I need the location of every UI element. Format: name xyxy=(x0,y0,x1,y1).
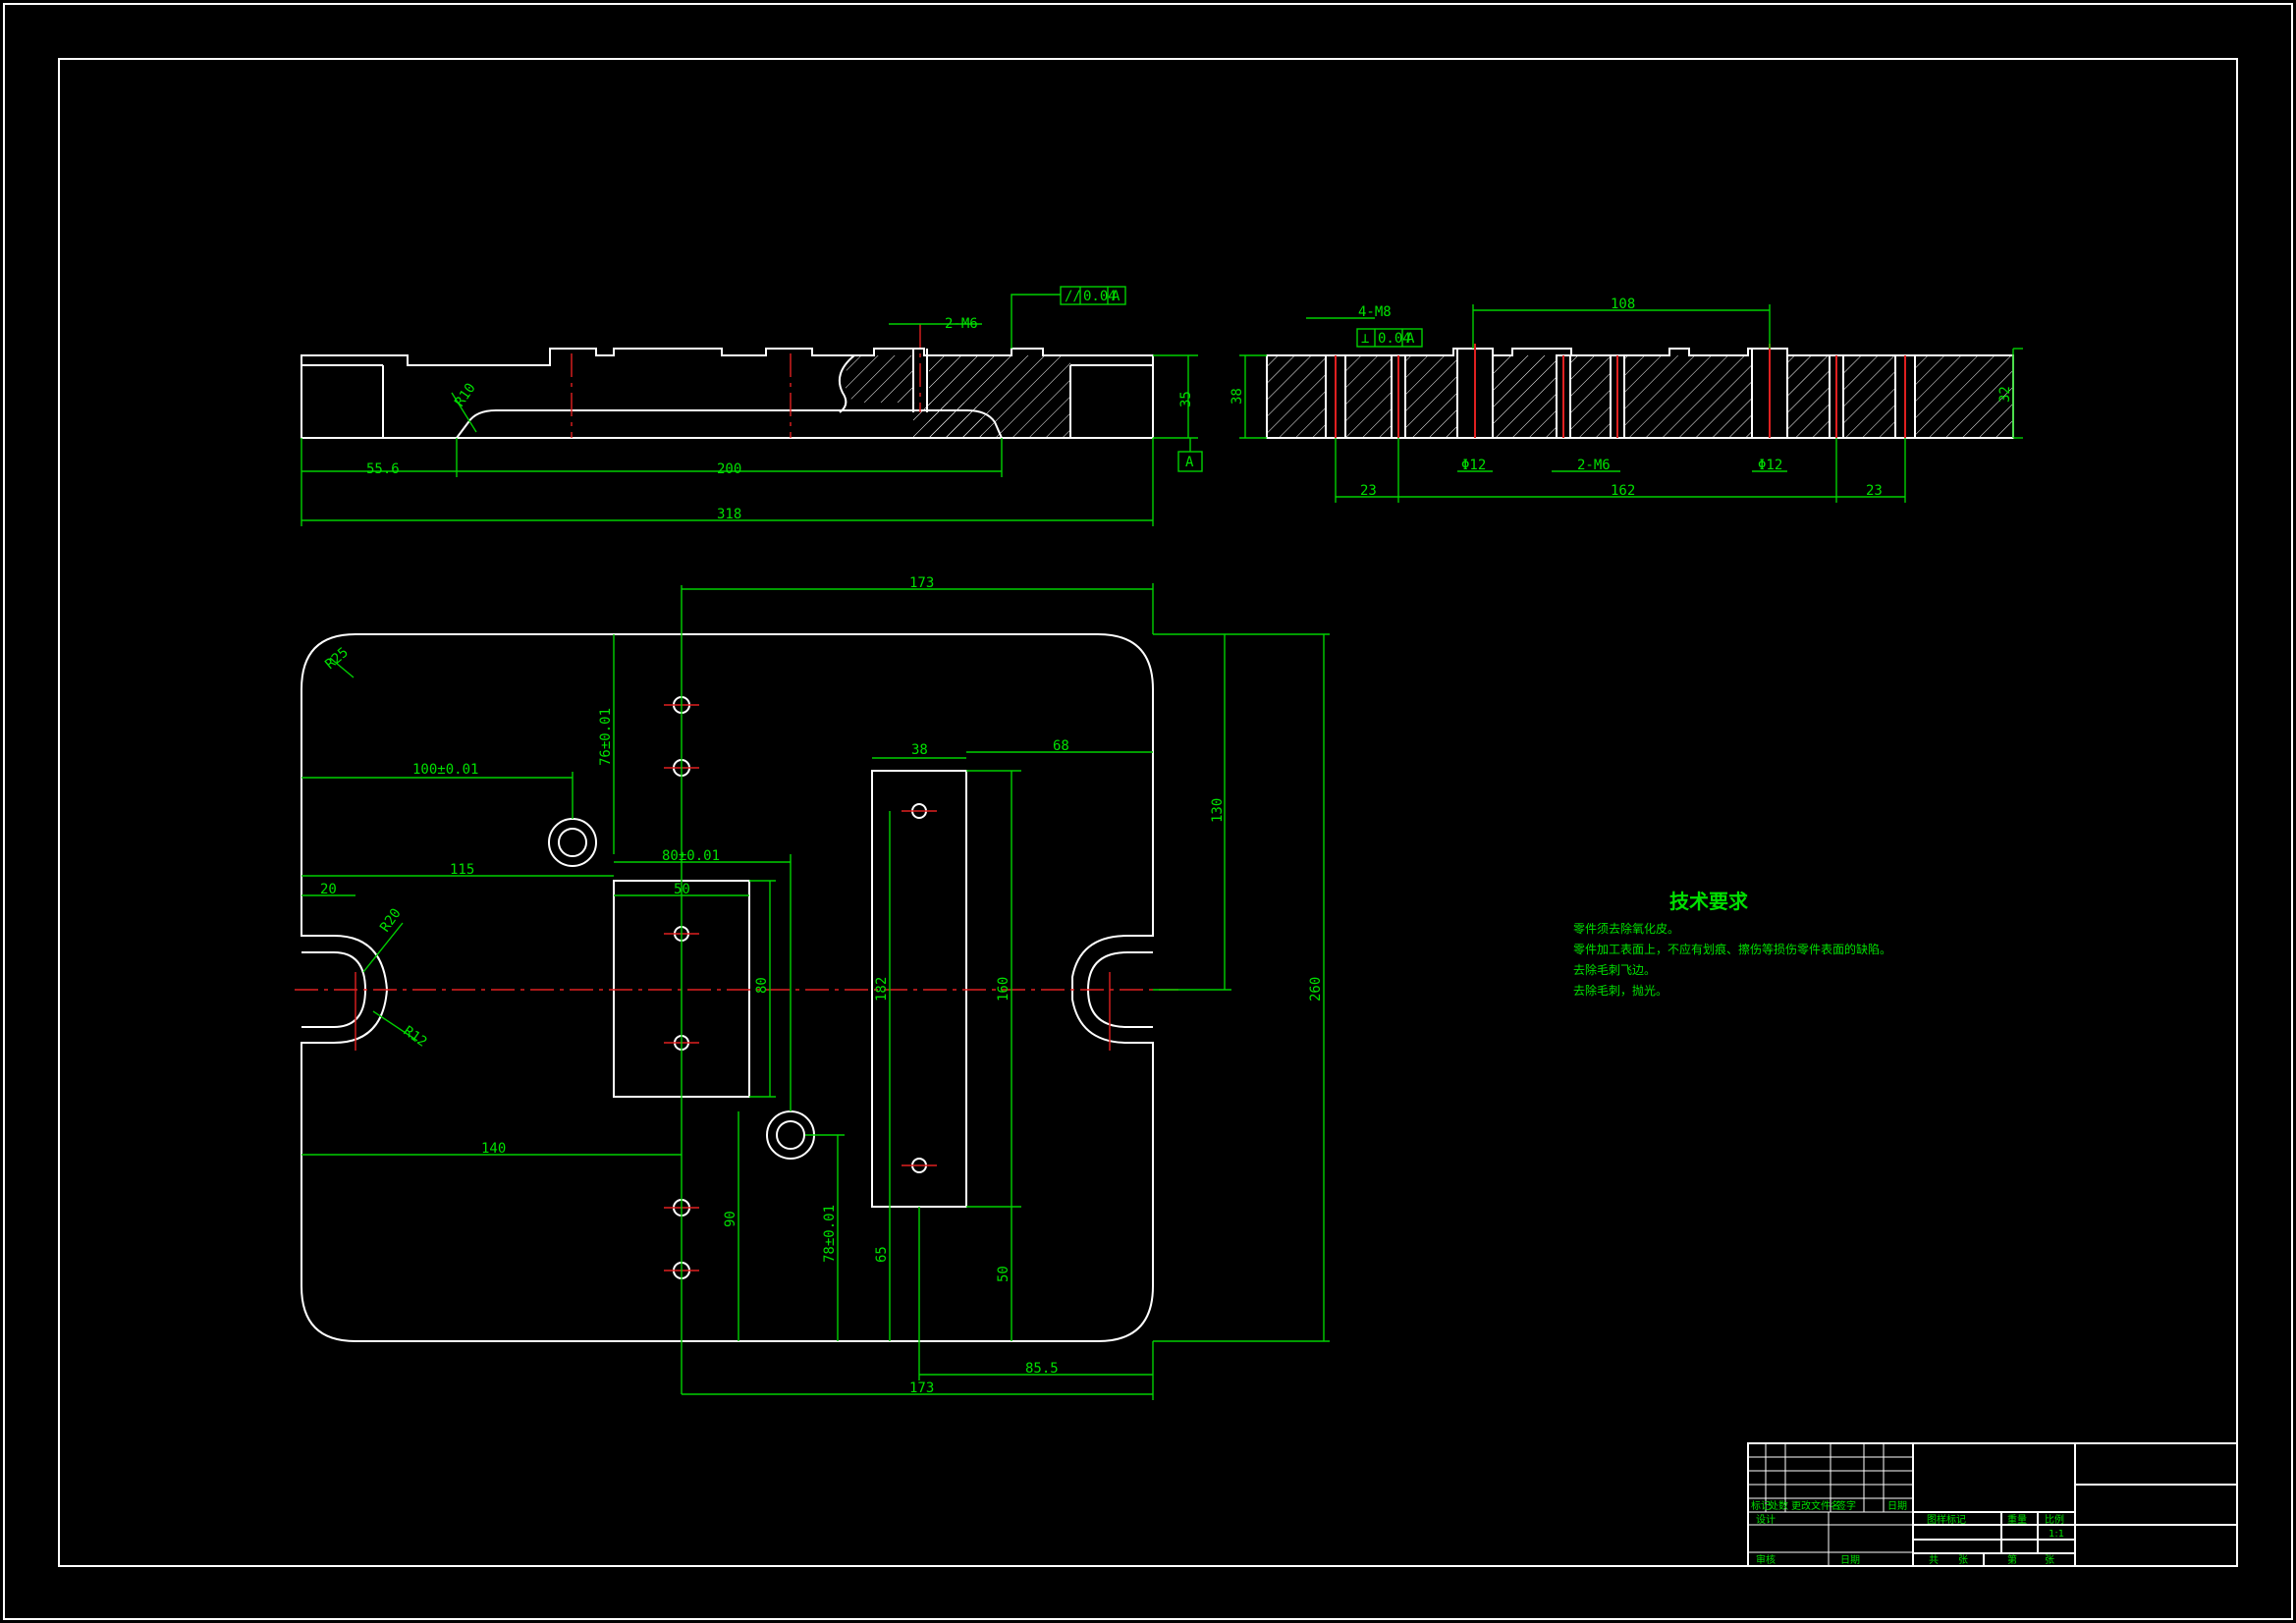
tb-weight: 重量 xyxy=(2007,1513,2027,1526)
tb-sign: 签字 xyxy=(1836,1499,1856,1512)
dim-160: 160 xyxy=(996,977,1011,1001)
title-block: 标记 处数 更改文件名 签字 日期 设计 审核 日期 图样标记 重量 比例 1:… xyxy=(1747,1442,2238,1567)
dim-38: 38 xyxy=(911,742,928,758)
tb-count: 处数 xyxy=(1769,1499,1788,1512)
dim-35: 35 xyxy=(1178,391,1194,407)
dim-55-6: 55.6 xyxy=(366,461,400,477)
side-view: 108 4-M8 38 32 Φ12 2-M6 Φ12 23 162 23 ⊥ … xyxy=(1230,297,2023,503)
tol-symbol-perp: ⊥ xyxy=(1361,331,1369,347)
tech-note-4: 去除毛刺，抛光。 xyxy=(1573,983,1667,998)
tech-note-1: 零件须去除氧化皮。 xyxy=(1573,921,1679,936)
tb-of: 第 xyxy=(2007,1553,2017,1566)
dim-140: 140 xyxy=(481,1141,506,1157)
dim-162: 162 xyxy=(1611,483,1635,499)
dim-r25: R25 xyxy=(322,645,352,674)
dim-318: 318 xyxy=(717,507,741,522)
dim-phi12-right: Φ12 xyxy=(1758,458,1782,473)
dim-50: 50 xyxy=(674,882,690,897)
tb-design: 设计 xyxy=(1756,1513,1776,1526)
datum-a-label: A xyxy=(1185,455,1194,470)
dim-20: 20 xyxy=(320,882,337,897)
dim-130: 130 xyxy=(1210,798,1226,823)
tb-change-doc: 更改文件名 xyxy=(1791,1499,1840,1512)
dim-50v: 50 xyxy=(996,1266,1011,1282)
tech-note-3: 去除毛刺飞边。 xyxy=(1573,962,1656,977)
dim-200: 200 xyxy=(717,461,741,477)
dim-65: 65 xyxy=(874,1246,890,1263)
dim-260: 260 xyxy=(1308,977,1324,1001)
tb-scale-value: 1:1 xyxy=(2049,1529,2064,1540)
outer-border xyxy=(3,3,2293,1620)
dim-80: 80±0.01 xyxy=(662,848,720,864)
dim-78: 78±0.01 xyxy=(822,1205,838,1263)
dim-108: 108 xyxy=(1611,297,1635,312)
dim-38: 38 xyxy=(1230,388,1245,405)
dim-r10: R10 xyxy=(452,380,479,409)
tech-requirements: 技术要求 零件须去除氧化皮。 零件加工表面上，不应有划痕、擦伤等损伤零件表面的缺… xyxy=(1573,890,1891,998)
dim-2-m6-top: 2-M6 xyxy=(945,316,978,332)
dim-23-right: 23 xyxy=(1866,483,1883,499)
plan-view: 173 173 100±0.01 76±0.01 80±0.01 115 20 … xyxy=(295,575,1330,1400)
tech-title: 技术要求 xyxy=(1669,890,1749,913)
tech-note-2: 零件加工表面上，不应有划痕、擦伤等损伤零件表面的缺陷。 xyxy=(1573,942,1891,956)
dim-76: 76±0.01 xyxy=(598,708,614,766)
tb-mark: 标记 xyxy=(1751,1500,1771,1512)
dim-80v: 80 xyxy=(754,977,770,994)
dim-r12: R12 xyxy=(401,1023,430,1051)
tb-scale: 比例 xyxy=(2045,1513,2064,1526)
tol-value-side: 0.04 xyxy=(1378,331,1411,347)
tb-audit: 审核 xyxy=(1756,1553,1776,1566)
dim-115: 115 xyxy=(450,862,474,878)
tol-value: 0.04 xyxy=(1083,289,1117,304)
dim-2-m6-side: 2-M6 xyxy=(1577,458,1611,473)
dim-phi12-left: Φ12 xyxy=(1461,458,1486,473)
dim-68: 68 xyxy=(1053,738,1069,754)
front-view: 55.6 200 318 R10 35 2-M6 // 0.04 A A xyxy=(301,286,1203,526)
tb-sheet: 张 xyxy=(1958,1554,1968,1566)
dim-100: 100±0.01 xyxy=(412,762,478,778)
dim-182: 182 xyxy=(874,977,890,1001)
dim-r20: R20 xyxy=(377,905,405,935)
tb-date2: 日期 xyxy=(1840,1554,1860,1566)
tb-date: 日期 xyxy=(1887,1500,1907,1512)
dim-90: 90 xyxy=(723,1211,738,1227)
inner-border xyxy=(58,58,2238,1567)
tb-sheet2: 张 xyxy=(2045,1554,2054,1566)
tol-datum: A xyxy=(1112,289,1121,304)
dim-23-left: 23 xyxy=(1360,483,1377,499)
tb-stage: 图样标记 xyxy=(1927,1513,1966,1526)
tol-symbol-parallel: // xyxy=(1065,289,1081,304)
dim-85-5: 85.5 xyxy=(1025,1361,1059,1377)
tb-total: 共 xyxy=(1929,1554,1939,1566)
tol-datum-side: A xyxy=(1406,331,1415,347)
dim-32: 32 xyxy=(1997,386,2013,403)
dim-173-top: 173 xyxy=(909,575,934,591)
dim-4-m8: 4-M8 xyxy=(1358,304,1392,320)
dim-173-bottom: 173 xyxy=(909,1380,934,1396)
